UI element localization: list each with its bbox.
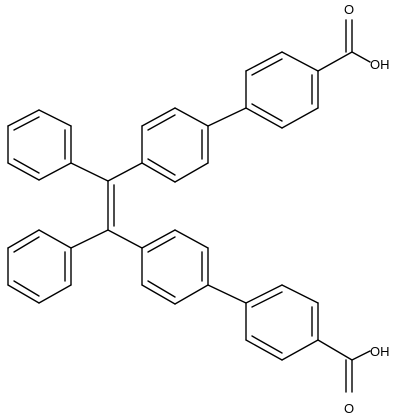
bottom-oxygen-label: O [344, 401, 354, 416]
bottom-phenyl-ring [7, 229, 72, 304]
bottom-hydroxyl-label: OH [370, 344, 390, 359]
biaryl-bonds [207, 107, 247, 304]
lower-inner-phenylene [141, 229, 209, 305]
lower-benzoic-ring [245, 284, 319, 361]
lower-carboxyl-group [317, 339, 371, 393]
top-phenyl-ring [7, 109, 72, 181]
central-alkene [70, 162, 143, 249]
top-oxygen-label: O [344, 2, 354, 17]
upper-carboxyl-group [317, 19, 371, 72]
upper-benzoic-ring [245, 51, 319, 129]
top-hydroxyl-label: OH [370, 57, 390, 72]
upper-inner-phenylene [141, 107, 209, 183]
